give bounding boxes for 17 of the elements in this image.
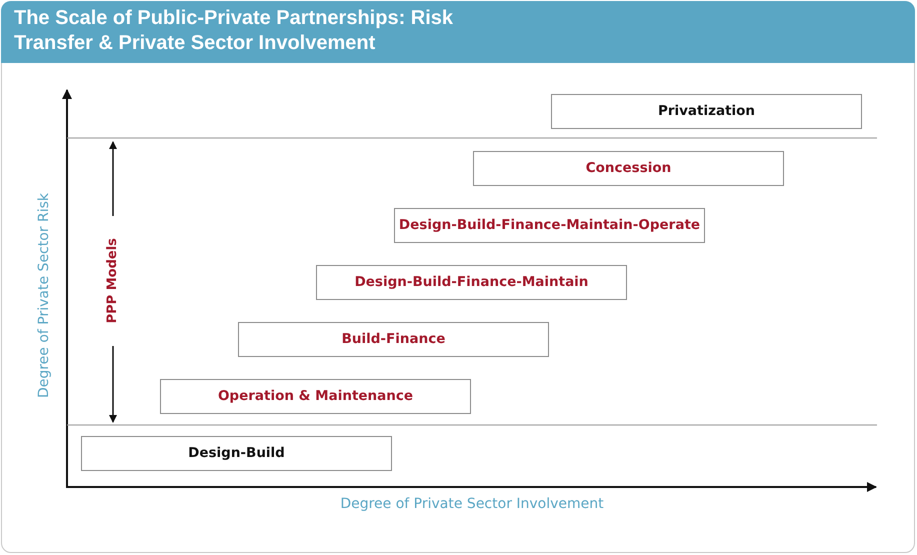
model-label: Build-Finance: [342, 330, 446, 350]
model-box: [238, 322, 549, 357]
title: The Scale of Public-Private Partnerships: Risk Transfer & Private Sector Involvement: [14, 6, 454, 56]
y-axis-label: Degree of Private Sector Risk: [36, 192, 54, 398]
model-label: Design-Build-Finance-Maintain-Operate: [398, 216, 700, 236]
model-box: [81, 436, 392, 471]
model-label: Privatization: [658, 102, 756, 122]
model-label: Design-Build: [188, 444, 285, 464]
model-box: [316, 265, 627, 300]
model-label: Design-Build-Finance-Maintain: [354, 273, 588, 292]
model-box: [394, 208, 705, 243]
model-box: [160, 379, 471, 414]
model-box: [473, 151, 784, 186]
model-box: [551, 94, 862, 129]
model-label: Operation & Maintenance: [218, 387, 414, 406]
x-axis-label: Degree of Private Sector Involvement: [340, 495, 604, 514]
model-label: Concession: [586, 159, 672, 178]
